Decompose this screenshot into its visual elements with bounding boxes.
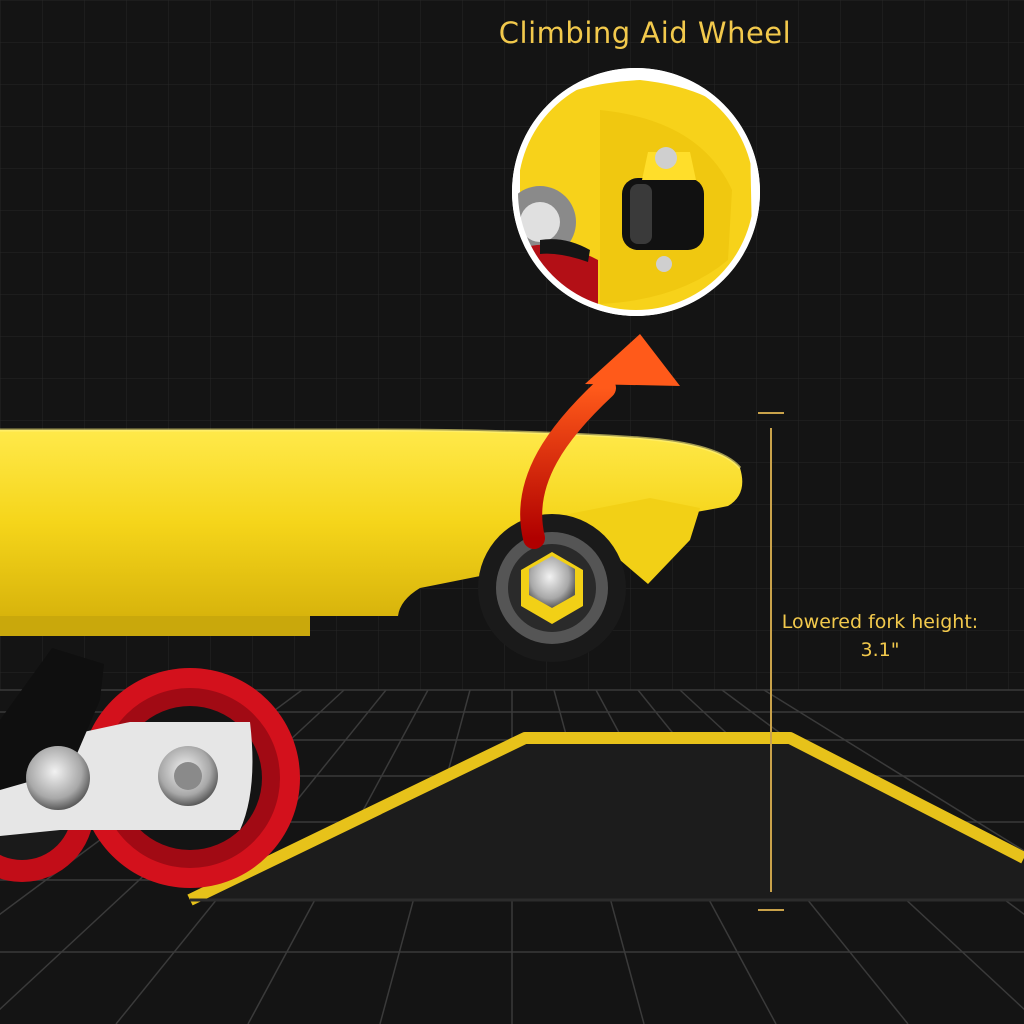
callout-zoom-image [512, 68, 760, 316]
fork-height-annotation: Lowered fork height: 3.1" [770, 608, 990, 664]
callout-title: Climbing Aid Wheel [498, 16, 792, 50]
load-wheels [0, 648, 300, 888]
fork-height-label: Lowered fork height: [781, 611, 979, 633]
vertical-dimension-line-icon [758, 412, 784, 911]
curved-up-arrow-icon [520, 334, 680, 549]
fork-height-value: 3.1" [860, 639, 900, 661]
climbing-aid-wheel [478, 514, 626, 662]
ramp [187, 732, 1024, 906]
